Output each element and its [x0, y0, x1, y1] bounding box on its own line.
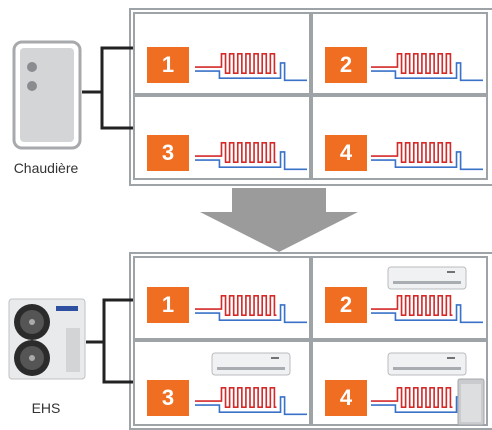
heat-pump-outdoor-unit-icon: [8, 298, 86, 380]
zone-number-badge: 1: [147, 47, 189, 83]
bottom-zone-1: 1: [133, 256, 311, 340]
underfloor-heating-icon: [371, 48, 483, 84]
boiler-icon: [12, 40, 82, 150]
underfloor-heating-icon: [195, 48, 307, 84]
underfloor-heating-icon: [195, 382, 307, 418]
hot-water-tank-icon: [457, 378, 485, 426]
wall-air-conditioner-icon: [211, 352, 291, 376]
ehs-label: EHS: [31, 400, 61, 416]
zone-number-badge: 4: [325, 380, 367, 416]
bottom-zone-3: 3: [133, 340, 311, 426]
zone-number-badge: 3: [147, 380, 189, 416]
ehs-connector: [86, 298, 133, 384]
zone-number-badge: 2: [325, 47, 367, 83]
wall-air-conditioner-icon: [387, 266, 467, 290]
bottom-zone-2: 2: [311, 256, 488, 340]
top-zone-2: 2: [311, 12, 488, 95]
underfloor-heating-icon: [371, 290, 483, 326]
zone-number-badge: 4: [325, 135, 367, 171]
down-arrow-icon: [200, 188, 358, 252]
underfloor-heating-icon: [371, 137, 483, 173]
zone-number-badge: 3: [147, 135, 189, 171]
wall-air-conditioner-icon: [387, 352, 467, 376]
underfloor-heating-icon: [195, 137, 307, 173]
bottom-zone-4: 4: [311, 340, 488, 426]
boiler-connector: [82, 46, 133, 130]
zone-number-badge: 2: [325, 287, 367, 323]
boiler-label: Chaudière: [13, 160, 79, 176]
zone-number-badge: 1: [147, 287, 189, 323]
top-zone-1: 1: [133, 12, 311, 95]
top-zone-4: 4: [311, 95, 488, 180]
top-zone-3: 3: [133, 95, 311, 180]
underfloor-heating-icon: [195, 290, 307, 326]
